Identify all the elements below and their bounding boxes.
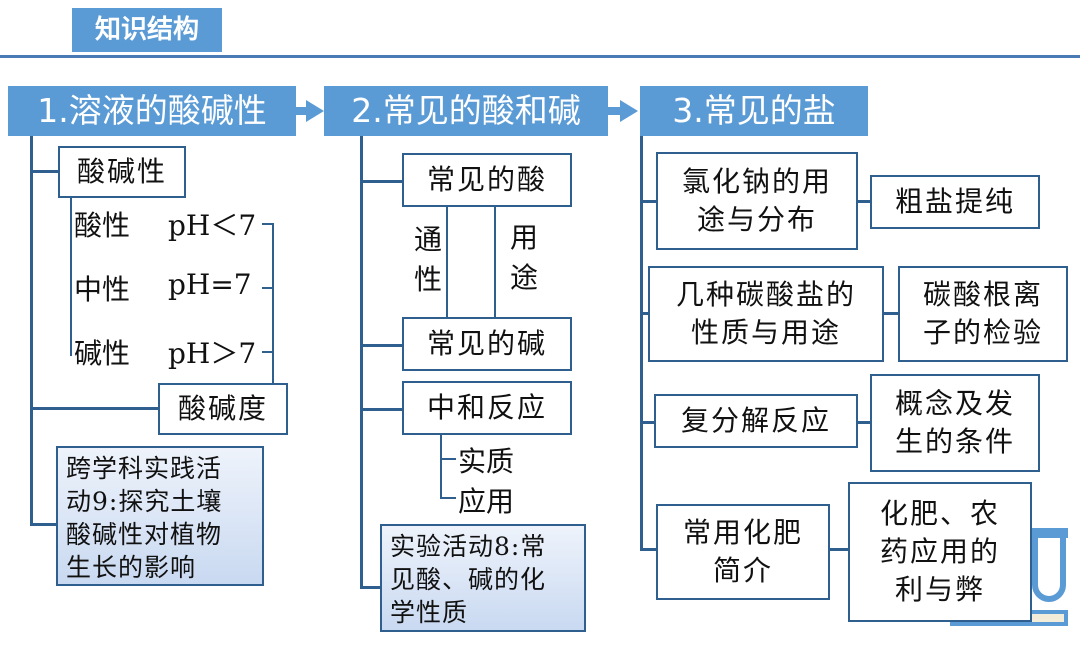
carbonate-ion-test-box: 碳酸根离 子的检验: [898, 266, 1068, 362]
col2-branch-neutral: [360, 408, 402, 411]
col3-trunk: [640, 136, 643, 550]
application-branch: [440, 497, 456, 499]
interdisciplinary-activity-note: 跨学科实践活 动9:探究土壤 酸碱性对植物 生长的影响: [56, 446, 264, 586]
col2-branch-acid: [360, 180, 402, 183]
basic-ph-value: pH＞7: [168, 337, 257, 370]
commonality-label: 通 性: [413, 223, 442, 296]
col2-branch-note: [360, 586, 380, 589]
neutral-ph-value: pH=7: [168, 268, 252, 301]
acid-base-link-left: [446, 207, 448, 317]
title-underline: [0, 55, 1080, 58]
col3-branch-2: [640, 312, 648, 315]
section-title: 知识结构: [72, 8, 222, 52]
basic-label: 碱性: [74, 337, 131, 370]
col2-trunk: [360, 136, 363, 588]
acidity-degree-box: 酸碱度: [158, 383, 288, 435]
test-tube-rim-icon: [1016, 528, 1068, 538]
arrow-2-stem: [608, 107, 622, 115]
link-1: [858, 200, 870, 203]
col2-branch-base: [360, 344, 402, 347]
experiment-activity-note: 实验活动8:常 见酸、碱的化 学性质: [380, 524, 586, 632]
col3-branch-3: [640, 421, 654, 424]
col3-branch-1: [640, 200, 656, 203]
ph-bracket-line: [272, 223, 274, 383]
arrow-1-stem: [296, 107, 308, 115]
col1-trunk: [30, 136, 33, 526]
ph-bracket-tick-2: [262, 287, 274, 289]
neutral-subtree-line: [440, 435, 442, 499]
col1-branch-note: [30, 523, 56, 526]
carbonates-box: 几种碳酸盐的 性质与用途: [648, 266, 884, 362]
acidic-ph-value: pH＜7: [168, 209, 257, 242]
col1-branch-degree: [30, 407, 158, 410]
link-3: [858, 421, 870, 424]
sodium-chloride-box: 氯化钠的用 途与分布: [656, 152, 858, 250]
neutral-label: 中性: [74, 273, 131, 306]
essence-branch: [440, 458, 456, 460]
concept-conditions-box: 概念及发 生的条件: [870, 374, 1040, 472]
arrow-1-icon: [306, 100, 324, 122]
acid-base-link-right: [494, 207, 496, 317]
salt-purification-box: 粗盐提纯: [870, 175, 1040, 229]
note-line: 跨学科实践活: [66, 454, 223, 483]
double-decomposition-box: 复分解反应: [654, 394, 858, 448]
header-solution-acidity: 1.溶液的酸碱性: [8, 86, 296, 136]
acidic-label: 酸性: [74, 209, 131, 242]
fertilizer-pros-cons-box: 化肥、农 药应用的 利与弊: [848, 482, 1032, 622]
note-line: 生长的影响: [66, 553, 197, 582]
application-label: 应用: [458, 485, 515, 518]
col3-branch-4: [640, 548, 656, 551]
note-line: 见酸、碱的化: [390, 565, 547, 594]
link-2: [884, 312, 898, 315]
arrow-2-icon: [620, 100, 638, 122]
test-tube-icon: [1032, 538, 1066, 602]
note-line: 学性质: [390, 598, 469, 627]
note-line: 酸碱性对植物: [66, 520, 223, 549]
essence-label: 实质: [458, 445, 515, 478]
ph-bracket-tick-3: [262, 351, 274, 353]
note-line: 动9:探究土壤: [66, 487, 223, 516]
neutralization-box: 中和反应: [402, 381, 572, 435]
fertilizers-box: 常用化肥 简介: [656, 504, 830, 600]
common-acids-box: 常见的酸: [402, 153, 572, 207]
header-acids-bases: 2.常见的酸和碱: [324, 86, 608, 136]
link-4: [830, 548, 848, 551]
col1-branch-acidity: [30, 170, 58, 173]
ph-bracket-tick-1: [262, 223, 274, 225]
note-line: 实验活动8:常: [390, 532, 547, 561]
usage-label: 用 途: [509, 221, 538, 294]
acidity-box: 酸碱性: [58, 146, 186, 198]
col1-subtree-line: [70, 198, 72, 356]
common-bases-box: 常见的碱: [402, 317, 572, 371]
header-salts: 3.常见的盐: [640, 86, 868, 136]
